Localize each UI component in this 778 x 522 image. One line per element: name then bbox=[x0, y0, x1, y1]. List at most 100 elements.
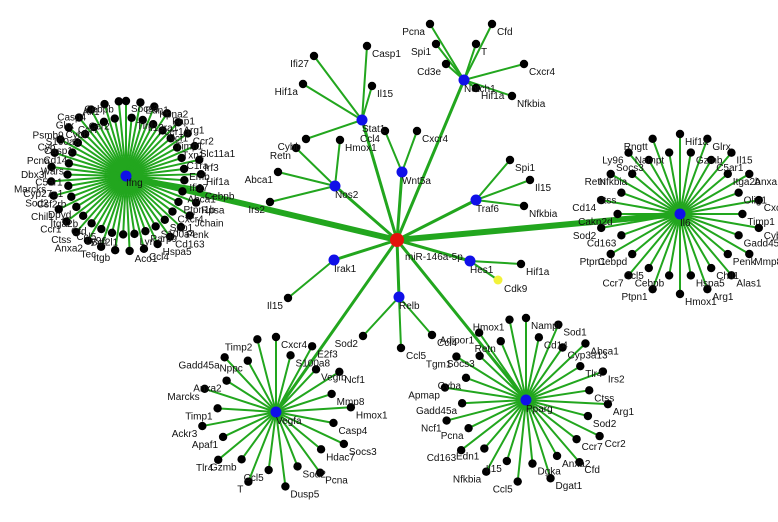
leaf-node bbox=[648, 134, 657, 144]
leaf-node bbox=[264, 465, 273, 475]
edge-il6-leaf bbox=[679, 199, 760, 215]
leaf-node bbox=[110, 246, 120, 255]
edge-ifng-leaf bbox=[125, 175, 191, 217]
edge-center-traf6 bbox=[395, 198, 478, 242]
edge-ifng-leaf bbox=[125, 105, 156, 177]
edge-ifng-leaf bbox=[100, 175, 127, 248]
leaf-node bbox=[309, 51, 319, 61]
leaf-node bbox=[534, 333, 544, 342]
leaf-node bbox=[183, 129, 192, 138]
edge-il6-leaf bbox=[679, 213, 713, 270]
leaf-label: Abca1 bbox=[245, 175, 274, 186]
leaf-node bbox=[67, 192, 76, 201]
edge-stat1-leaf bbox=[361, 85, 373, 121]
hub-node-wnt5a bbox=[396, 166, 408, 178]
leaf-node bbox=[425, 19, 435, 29]
leaf-node bbox=[127, 113, 136, 122]
leaf-node bbox=[125, 246, 134, 256]
edge-ifng-leaf bbox=[67, 126, 127, 177]
leaf-node bbox=[162, 109, 172, 118]
leaf-label: Cd163 bbox=[175, 240, 205, 251]
leaf-node bbox=[464, 423, 473, 433]
center-node bbox=[390, 233, 404, 247]
leaf-node bbox=[214, 455, 223, 465]
leaf-label: Cfd bbox=[584, 465, 600, 476]
leaf-label: Gadd45a bbox=[744, 238, 778, 249]
edge-pparg-leaf bbox=[465, 376, 527, 401]
leaf-label: Retn bbox=[475, 344, 496, 355]
edge-relb-leaf bbox=[398, 296, 433, 336]
leaf-node bbox=[513, 477, 522, 486]
leaf-node bbox=[431, 39, 441, 49]
leaf-node bbox=[139, 244, 149, 254]
leaf-label: Cakn2d bbox=[578, 217, 612, 228]
leaf-label: Cyba bbox=[438, 381, 462, 392]
edge-vegfa-leaf bbox=[275, 411, 335, 424]
edge-notch1-leaf bbox=[463, 43, 477, 81]
edge-nos2-leaf bbox=[269, 185, 336, 203]
leaf-node bbox=[613, 209, 622, 219]
edge-ifng-leaf bbox=[75, 175, 127, 234]
leaf-node bbox=[190, 141, 199, 151]
leaf-node bbox=[754, 223, 763, 233]
leaf-label: Anxa2 bbox=[193, 384, 222, 395]
edge-vegfa-leaf bbox=[275, 411, 323, 451]
edge-ifng-leaf bbox=[125, 175, 172, 238]
leaf-label: Apaf1 bbox=[192, 440, 219, 451]
edge-vegfa-leaf bbox=[275, 406, 352, 413]
leaf-node bbox=[200, 384, 209, 394]
leaf-node bbox=[525, 175, 535, 185]
leaf-label: Sod2 bbox=[25, 199, 49, 210]
leaf-label: Pcna bbox=[27, 156, 50, 167]
edge-il6-leaf bbox=[627, 151, 681, 215]
leaf-label: Casp1 bbox=[44, 146, 73, 157]
leaf-label: Penk bbox=[186, 230, 210, 241]
edge-pparg-leaf bbox=[461, 399, 527, 405]
leaf-node bbox=[335, 135, 345, 145]
leaf-node bbox=[412, 126, 422, 136]
edge-pparg-leaf bbox=[516, 399, 527, 483]
leaf-label: Nfkbia bbox=[453, 475, 482, 486]
edge-il6-leaf bbox=[679, 213, 733, 277]
edge-ifng-leaf bbox=[125, 158, 201, 177]
leaf-label: Hmox1 bbox=[356, 410, 388, 421]
leaf-node bbox=[301, 134, 311, 144]
leaf-node bbox=[185, 211, 194, 220]
leaf-label: Cyp27a1 bbox=[23, 189, 63, 200]
leaf-node bbox=[62, 217, 71, 226]
leaf-label: Adipor1 bbox=[440, 336, 475, 347]
leaf-label: Ccr7 bbox=[78, 125, 100, 136]
leaf-label: Lyn bbox=[139, 237, 155, 248]
leaf-node bbox=[150, 102, 159, 111]
leaf-label: Hspa5 bbox=[163, 247, 192, 258]
leaf-label: Ncf1 bbox=[344, 375, 365, 386]
edge-ifng-leaf bbox=[50, 165, 127, 177]
leaf-node bbox=[627, 169, 637, 179]
leaf-label: Il15 bbox=[535, 183, 552, 194]
leaf-node bbox=[440, 383, 450, 392]
edge-pparg-leaf bbox=[499, 340, 527, 401]
leaf-node bbox=[598, 367, 608, 376]
leaf-label: Ptpn1 bbox=[580, 257, 607, 268]
leaf-node bbox=[283, 293, 293, 303]
leaf-node bbox=[243, 356, 253, 365]
leaf-label: E2f3 bbox=[317, 349, 338, 360]
edge-ifng-leaf bbox=[117, 100, 127, 177]
edge-center-vegfa bbox=[274, 238, 399, 414]
edge-ifng-leaf bbox=[125, 175, 159, 246]
edge-pparg-leaf bbox=[525, 399, 534, 465]
edge-ifng-leaf bbox=[52, 175, 127, 197]
leaf-label: T bbox=[481, 47, 487, 58]
leaf-label: Gadd45a bbox=[416, 406, 458, 417]
leaf-label: Hspa5 bbox=[696, 278, 725, 289]
leaf-label: Casp4 bbox=[57, 113, 86, 124]
hub-node-il6 bbox=[674, 208, 686, 220]
edge-ifng-leaf bbox=[125, 175, 131, 252]
leaf-label: Cd3e bbox=[417, 67, 441, 78]
leaf-node bbox=[114, 97, 123, 106]
leaf-node bbox=[597, 223, 606, 233]
leaf-node bbox=[196, 169, 206, 179]
leaf-node bbox=[166, 134, 175, 143]
leaf-label: Hmox1 bbox=[685, 297, 717, 308]
edge-notch1-leaf bbox=[463, 63, 525, 81]
